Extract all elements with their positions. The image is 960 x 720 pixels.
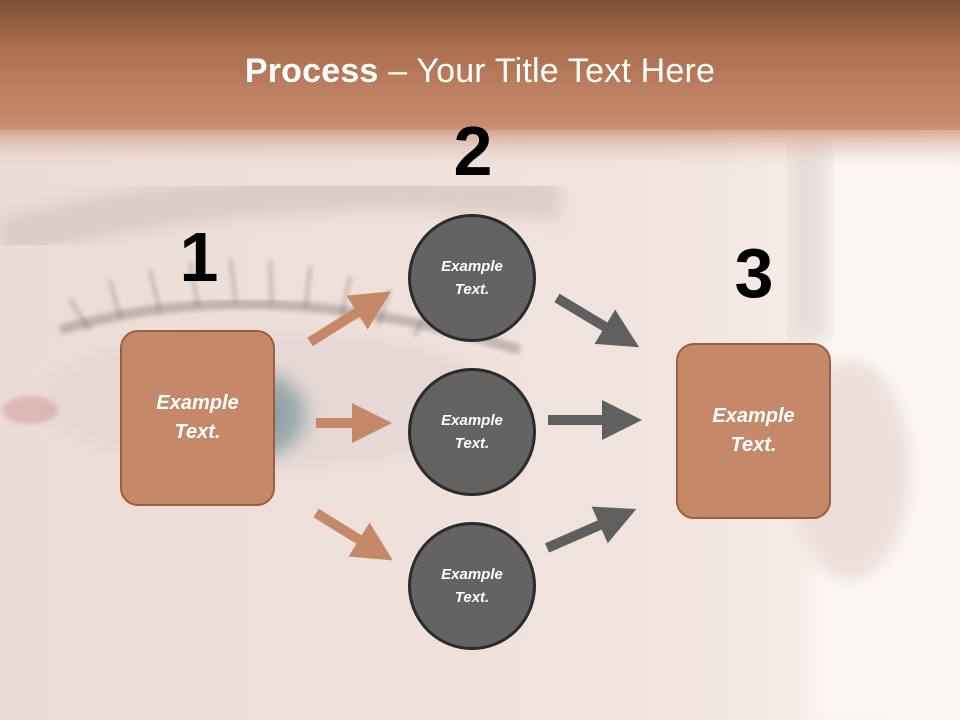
step-1-box: Example Text.: [120, 330, 275, 506]
slide-title: Process – Your Title Text Here: [0, 52, 960, 91]
circle-top-text: Example Text.: [441, 258, 503, 298]
circle-bottom-text: Example Text.: [441, 566, 503, 606]
arrow-1-to-top: [307, 291, 391, 347]
arrow-bottom-to-3: [544, 506, 637, 553]
circle-top: Example Text.: [408, 214, 536, 342]
circle-middle: Example Text.: [408, 368, 536, 496]
step-3-text: Example Text.: [712, 405, 795, 456]
arrow-top-to-3: [554, 293, 640, 348]
step-number-2: 2: [453, 112, 493, 190]
step-1-text: Example Text.: [156, 392, 239, 443]
step-number-3: 3: [734, 234, 774, 312]
circle-middle-text: Example Text.: [441, 412, 503, 452]
arrow-1-to-bottom: [313, 508, 394, 561]
title-rest: – Your Title Text Here: [378, 52, 716, 90]
step-number-1: 1: [179, 218, 219, 296]
circle-bottom: Example Text.: [408, 522, 536, 650]
step-3-box: Example Text.: [676, 343, 831, 519]
title-bold: Process: [244, 52, 379, 90]
